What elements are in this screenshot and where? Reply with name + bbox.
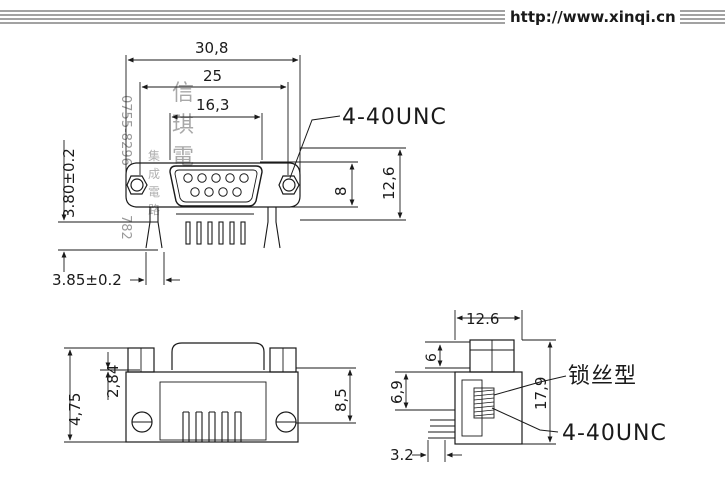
watermark-code: 782 [118, 215, 133, 240]
watermark: 0755-8296 782 信 琪 電 集 成 電 路 [118, 81, 194, 240]
d-sub-shell-inner [174, 169, 258, 203]
side-pins [428, 419, 455, 439]
dim-shell-width: 16,3 [196, 96, 229, 114]
dim-front-right: 8,5 [332, 388, 350, 412]
dim-front-overall: 4,75 [66, 393, 84, 426]
lock-label-leader [493, 375, 567, 396]
top-view-dimension-lines [61, 57, 403, 283]
header-rule-left [0, 10, 505, 24]
side-view [395, 310, 567, 462]
dim-side-width: 12.6 [466, 310, 499, 328]
dim-mount-spacing: 25 [203, 67, 222, 85]
side-body [454, 371, 523, 445]
side-thread-callout: 4-40UNC [562, 421, 667, 446]
dim-side-height: 17,9 [532, 377, 550, 410]
top-view [58, 55, 406, 285]
board-tails [145, 207, 281, 249]
lock-screw-thread [473, 389, 495, 417]
watermark-small-2: 成 [148, 167, 160, 181]
front-pins [182, 411, 242, 442]
front-view [64, 342, 356, 443]
watermark-char-3: 電 [172, 145, 194, 170]
dim-front-upper: 2,84 [104, 365, 122, 398]
dim-side-bottom: 3.2 [390, 446, 414, 464]
front-body [125, 371, 299, 443]
header-rule-right [680, 10, 725, 24]
left-hex-nut [126, 175, 148, 195]
dim-height-left: 3.80±0.2 [60, 148, 78, 218]
dim-overall-width: 30,8 [195, 39, 228, 57]
dim-side-mid: 6,9 [388, 380, 406, 404]
top-thread-callout: 4-40UNC [342, 105, 447, 130]
pin-row-top [183, 173, 249, 183]
top-view-flange [125, 162, 301, 208]
dim-side-top: 6 [424, 353, 440, 362]
watermark-small-4: 路 [148, 202, 160, 217]
top-view-labels: 30,8 25 16,3 4-40UNC 8 12,6 3.80±0.2 3.8… [52, 39, 447, 289]
watermark-char-1: 信 [172, 81, 194, 106]
watermark-small-1: 集 [148, 148, 160, 163]
header: http://www.xinqi.cn [0, 8, 725, 26]
right-hex-nut [278, 175, 300, 195]
d-sub-shell [169, 165, 263, 207]
left-mount-hole [130, 178, 144, 192]
lock-screw [473, 387, 495, 419]
front-view-labels: 4,75 2,84 8,5 [66, 365, 350, 426]
dim-shell-height: 8 [332, 186, 350, 196]
side-thread-leader [491, 407, 559, 433]
site-url: http://www.xinqi.cn [510, 8, 676, 26]
front-shell-top [171, 342, 265, 370]
pin-row-bottom [190, 187, 242, 197]
side-view-dimension-lines [395, 310, 556, 462]
top-thread-leader [289, 115, 341, 179]
dim-flange-height: 12,6 [380, 167, 398, 200]
side-flange [461, 379, 483, 437]
right-mount-hole [282, 178, 296, 192]
watermark-phone: 0755-8296 [118, 95, 133, 166]
watermark-small-3: 電 [148, 185, 160, 199]
lock-type-label: 锁丝型 [568, 364, 637, 389]
front-body-inner [159, 381, 267, 441]
side-view-labels: 12.6 6 6,9 17,9 3.2 锁丝型 4-40UNC [388, 310, 667, 464]
dim-pin-offset: 3.85±0.2 [52, 271, 122, 289]
